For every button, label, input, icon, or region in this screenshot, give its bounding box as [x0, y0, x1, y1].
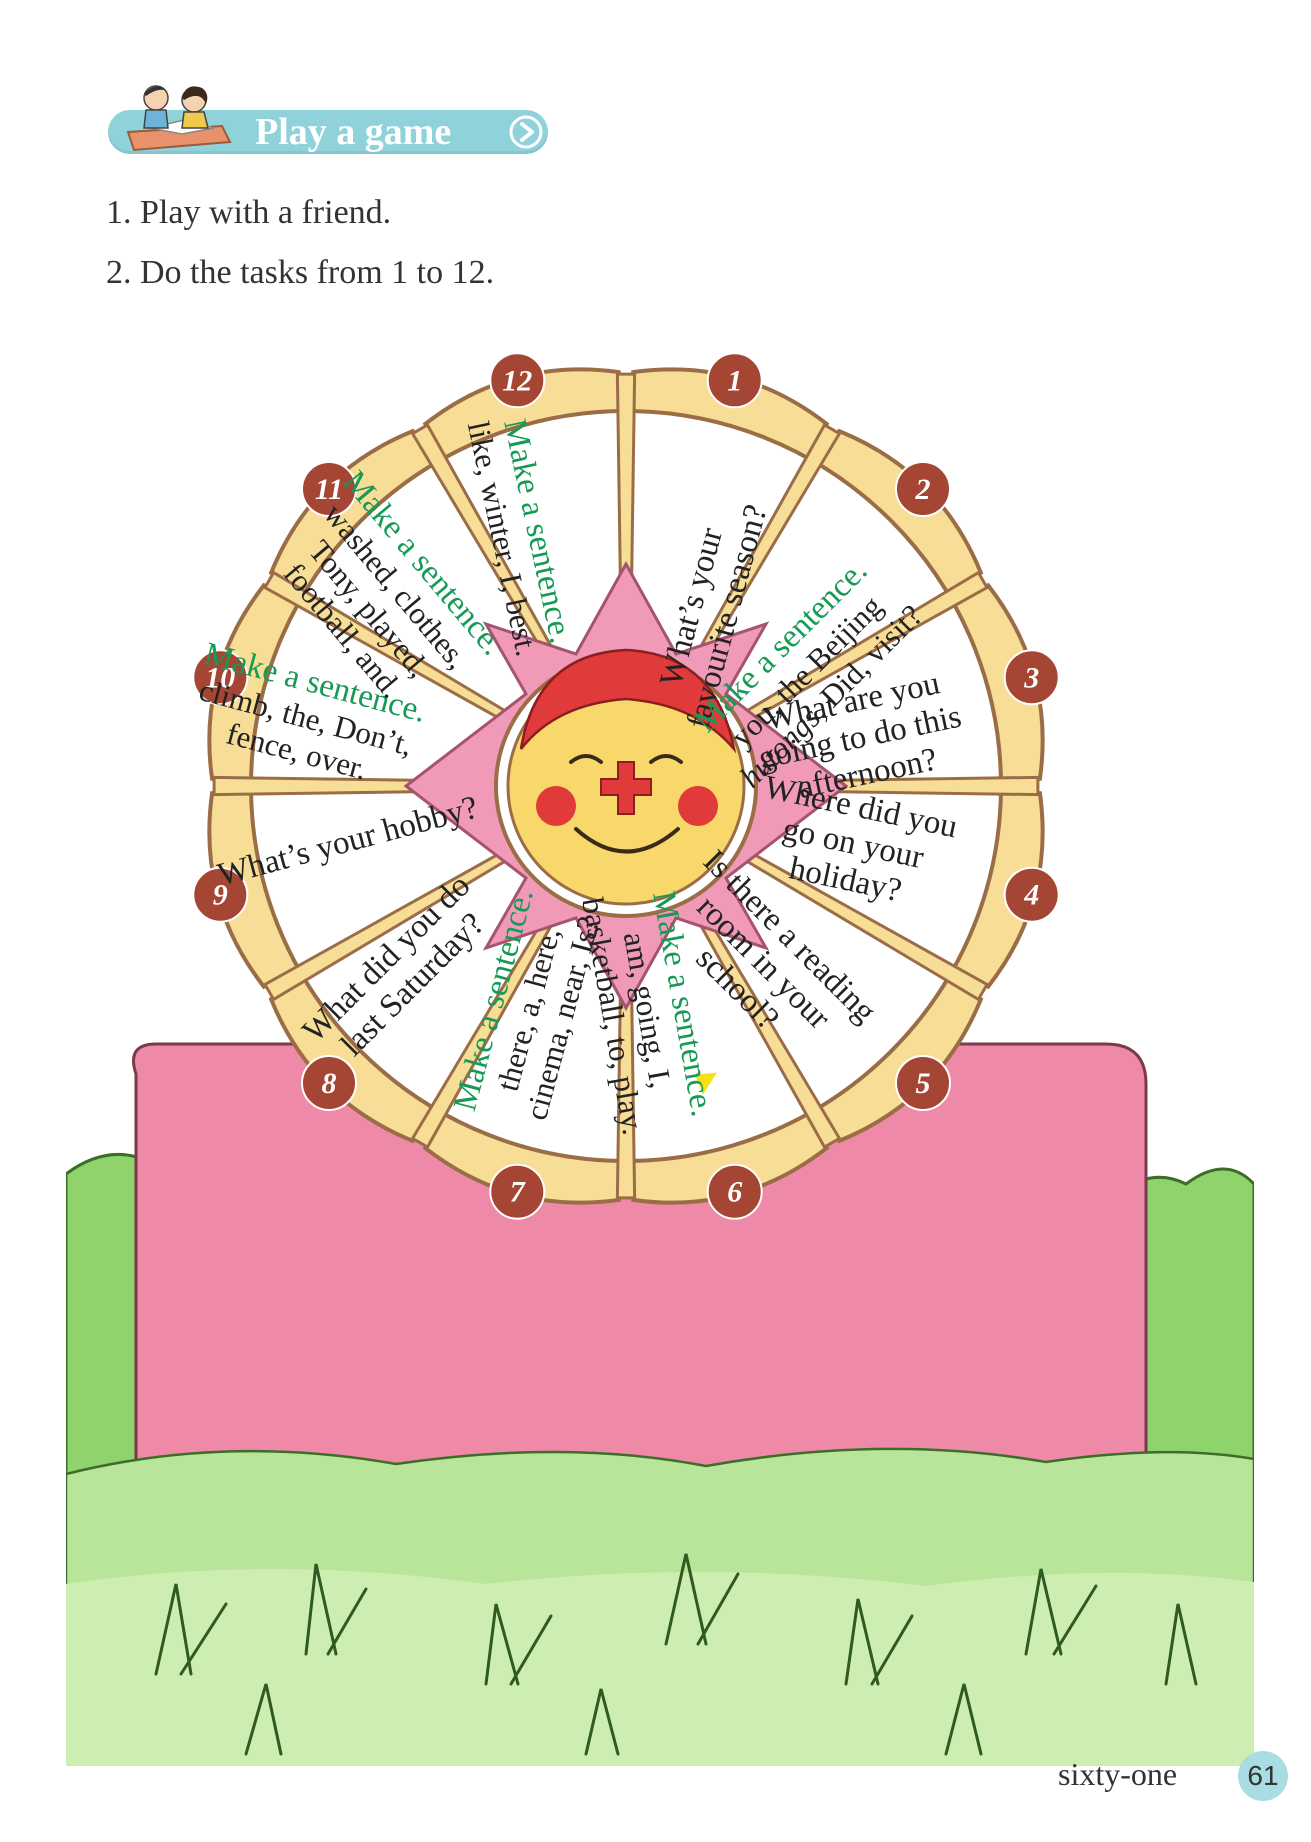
segment-number-6: 6 — [727, 1176, 742, 1209]
segment-number-badge-11: 11 — [301, 461, 358, 518]
segment-number-3: 3 — [1023, 661, 1039, 694]
smiley-eye-left — [569, 754, 603, 764]
smiley-mouth — [574, 827, 680, 854]
segment-number-badge-4: 4 — [1003, 866, 1060, 923]
smiley-cheek-right — [678, 786, 718, 826]
segment-number-2: 2 — [914, 473, 930, 506]
segment-number-8: 8 — [322, 1067, 337, 1100]
segment-number-badge-8: 8 — [301, 1054, 358, 1111]
segment-number-9: 9 — [213, 879, 228, 912]
segment-number-badge-5: 5 — [894, 1054, 951, 1111]
segment-number-12: 12 — [502, 364, 532, 397]
smiley-eye-right — [649, 754, 683, 764]
segment-number-badge-10: 10 — [192, 649, 249, 706]
pointer-marker — [694, 1072, 717, 1095]
segment-number-4: 4 — [1023, 879, 1039, 912]
banner-title: Play a game — [255, 111, 452, 153]
segment-number-badge-12: 12 — [489, 354, 546, 409]
page-word: sixty-one — [1058, 1756, 1178, 1792]
segment-number-badge-2: 2 — [894, 461, 951, 518]
segment-number-7: 7 — [510, 1176, 526, 1209]
page-number-badge: 61 — [1238, 1751, 1288, 1801]
smiley-cheek-left — [536, 786, 576, 826]
segment-number-badge-1: 1 — [706, 354, 763, 409]
segment-number-badge-7: 7 — [489, 1163, 546, 1220]
instruction-1: 1. Play with a friend. — [106, 194, 392, 231]
segment-number-badge-9: 9 — [192, 866, 249, 923]
kids-reading-icon — [126, 85, 232, 152]
smiley-hair — [519, 648, 737, 754]
segment-number-1: 1 — [727, 364, 742, 397]
section-banner: Play a game — [108, 85, 548, 160]
segment-number-badge-3: 3 — [1003, 649, 1060, 706]
segment-number-badge-6: 6 — [706, 1163, 763, 1220]
arrow-right-icon — [509, 115, 543, 149]
smiley-nose — [600, 761, 652, 815]
segment-number-10: 10 — [205, 661, 235, 694]
segment-number-11: 11 — [315, 473, 343, 506]
segment-number-5: 5 — [915, 1067, 930, 1100]
instruction-2: 2. Do the tasks from 1 to 12. — [106, 254, 495, 291]
